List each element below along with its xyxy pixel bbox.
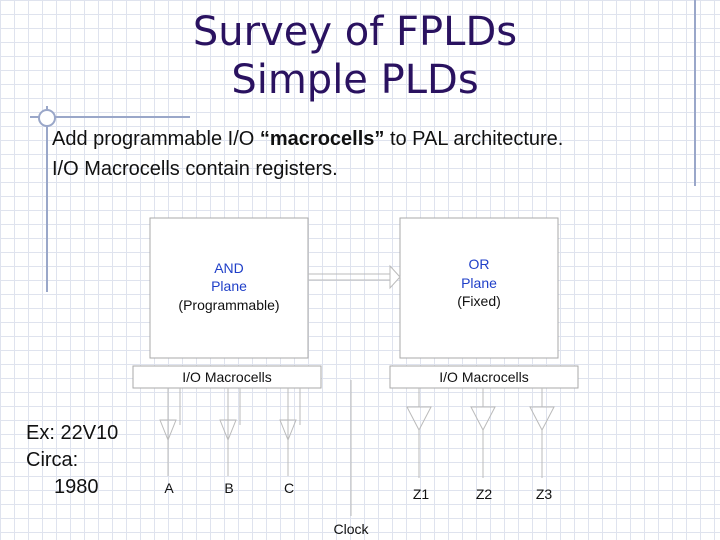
accent-line-top-right [694, 0, 696, 186]
clock-label: Clock [333, 521, 369, 537]
input-label-c: C [284, 480, 294, 496]
input-buffer-a [159, 388, 181, 476]
example-line: Ex: 22V10 [26, 422, 119, 444]
accent-line-vertical [46, 106, 48, 292]
accent-circle [38, 109, 56, 127]
slide-title: Survey of FPLDs Simple PLDs [150, 8, 560, 104]
output-label-z1: Z1 [413, 486, 430, 502]
or-plane-label-3: (Fixed) [457, 293, 501, 309]
right-macrocells-box [389, 365, 579, 389]
output-buffer-z3 [529, 388, 555, 478]
bullet-list: Add programmable I/O “macrocells” to PAL… [52, 124, 563, 184]
or-plane-label-1: OR [469, 256, 490, 272]
input-label-b: B [224, 480, 233, 496]
accent-line-horizontal [30, 116, 190, 118]
bullet-1: Add programmable I/O “macrocells” to PAL… [52, 124, 563, 154]
or-plane-box [399, 217, 559, 359]
bullet-1-bold: “macrocells” [259, 128, 385, 150]
bullet-2: I/O Macrocells contain registers. [52, 158, 338, 180]
left-macrocells-box [132, 365, 322, 389]
and-plane-label-2: Plane [211, 278, 247, 294]
bullet-1-text: Add programmable I/O [52, 128, 260, 150]
and-plane-label-1: AND [214, 260, 244, 276]
input-buffer-b [219, 388, 241, 476]
and-plane-box [149, 217, 309, 359]
bullet-1-text-end: to PAL architecture. [384, 128, 564, 150]
and-to-or-arrow [308, 264, 401, 290]
output-buffer-z2 [470, 388, 496, 478]
year-line: 1980 [54, 476, 99, 498]
example-note: Ex: 22V10 Circa: 1980 [26, 420, 118, 501]
or-plane-label-2: Plane [461, 275, 497, 291]
circa-line: Circa: [26, 449, 79, 471]
input-buffer-c [279, 388, 301, 476]
and-plane-label-3: (Programmable) [178, 297, 279, 313]
output-buffer-z1 [406, 388, 432, 478]
left-macrocells-label: I/O Macrocells [182, 369, 271, 385]
input-label-a: A [164, 480, 174, 496]
title-line-1: Survey of FPLDs [192, 9, 518, 55]
output-label-z3: Z3 [536, 486, 553, 502]
title-line-2: Simple PLDs [231, 57, 479, 103]
right-macrocells-label: I/O Macrocells [439, 369, 528, 385]
output-label-z2: Z2 [476, 486, 493, 502]
